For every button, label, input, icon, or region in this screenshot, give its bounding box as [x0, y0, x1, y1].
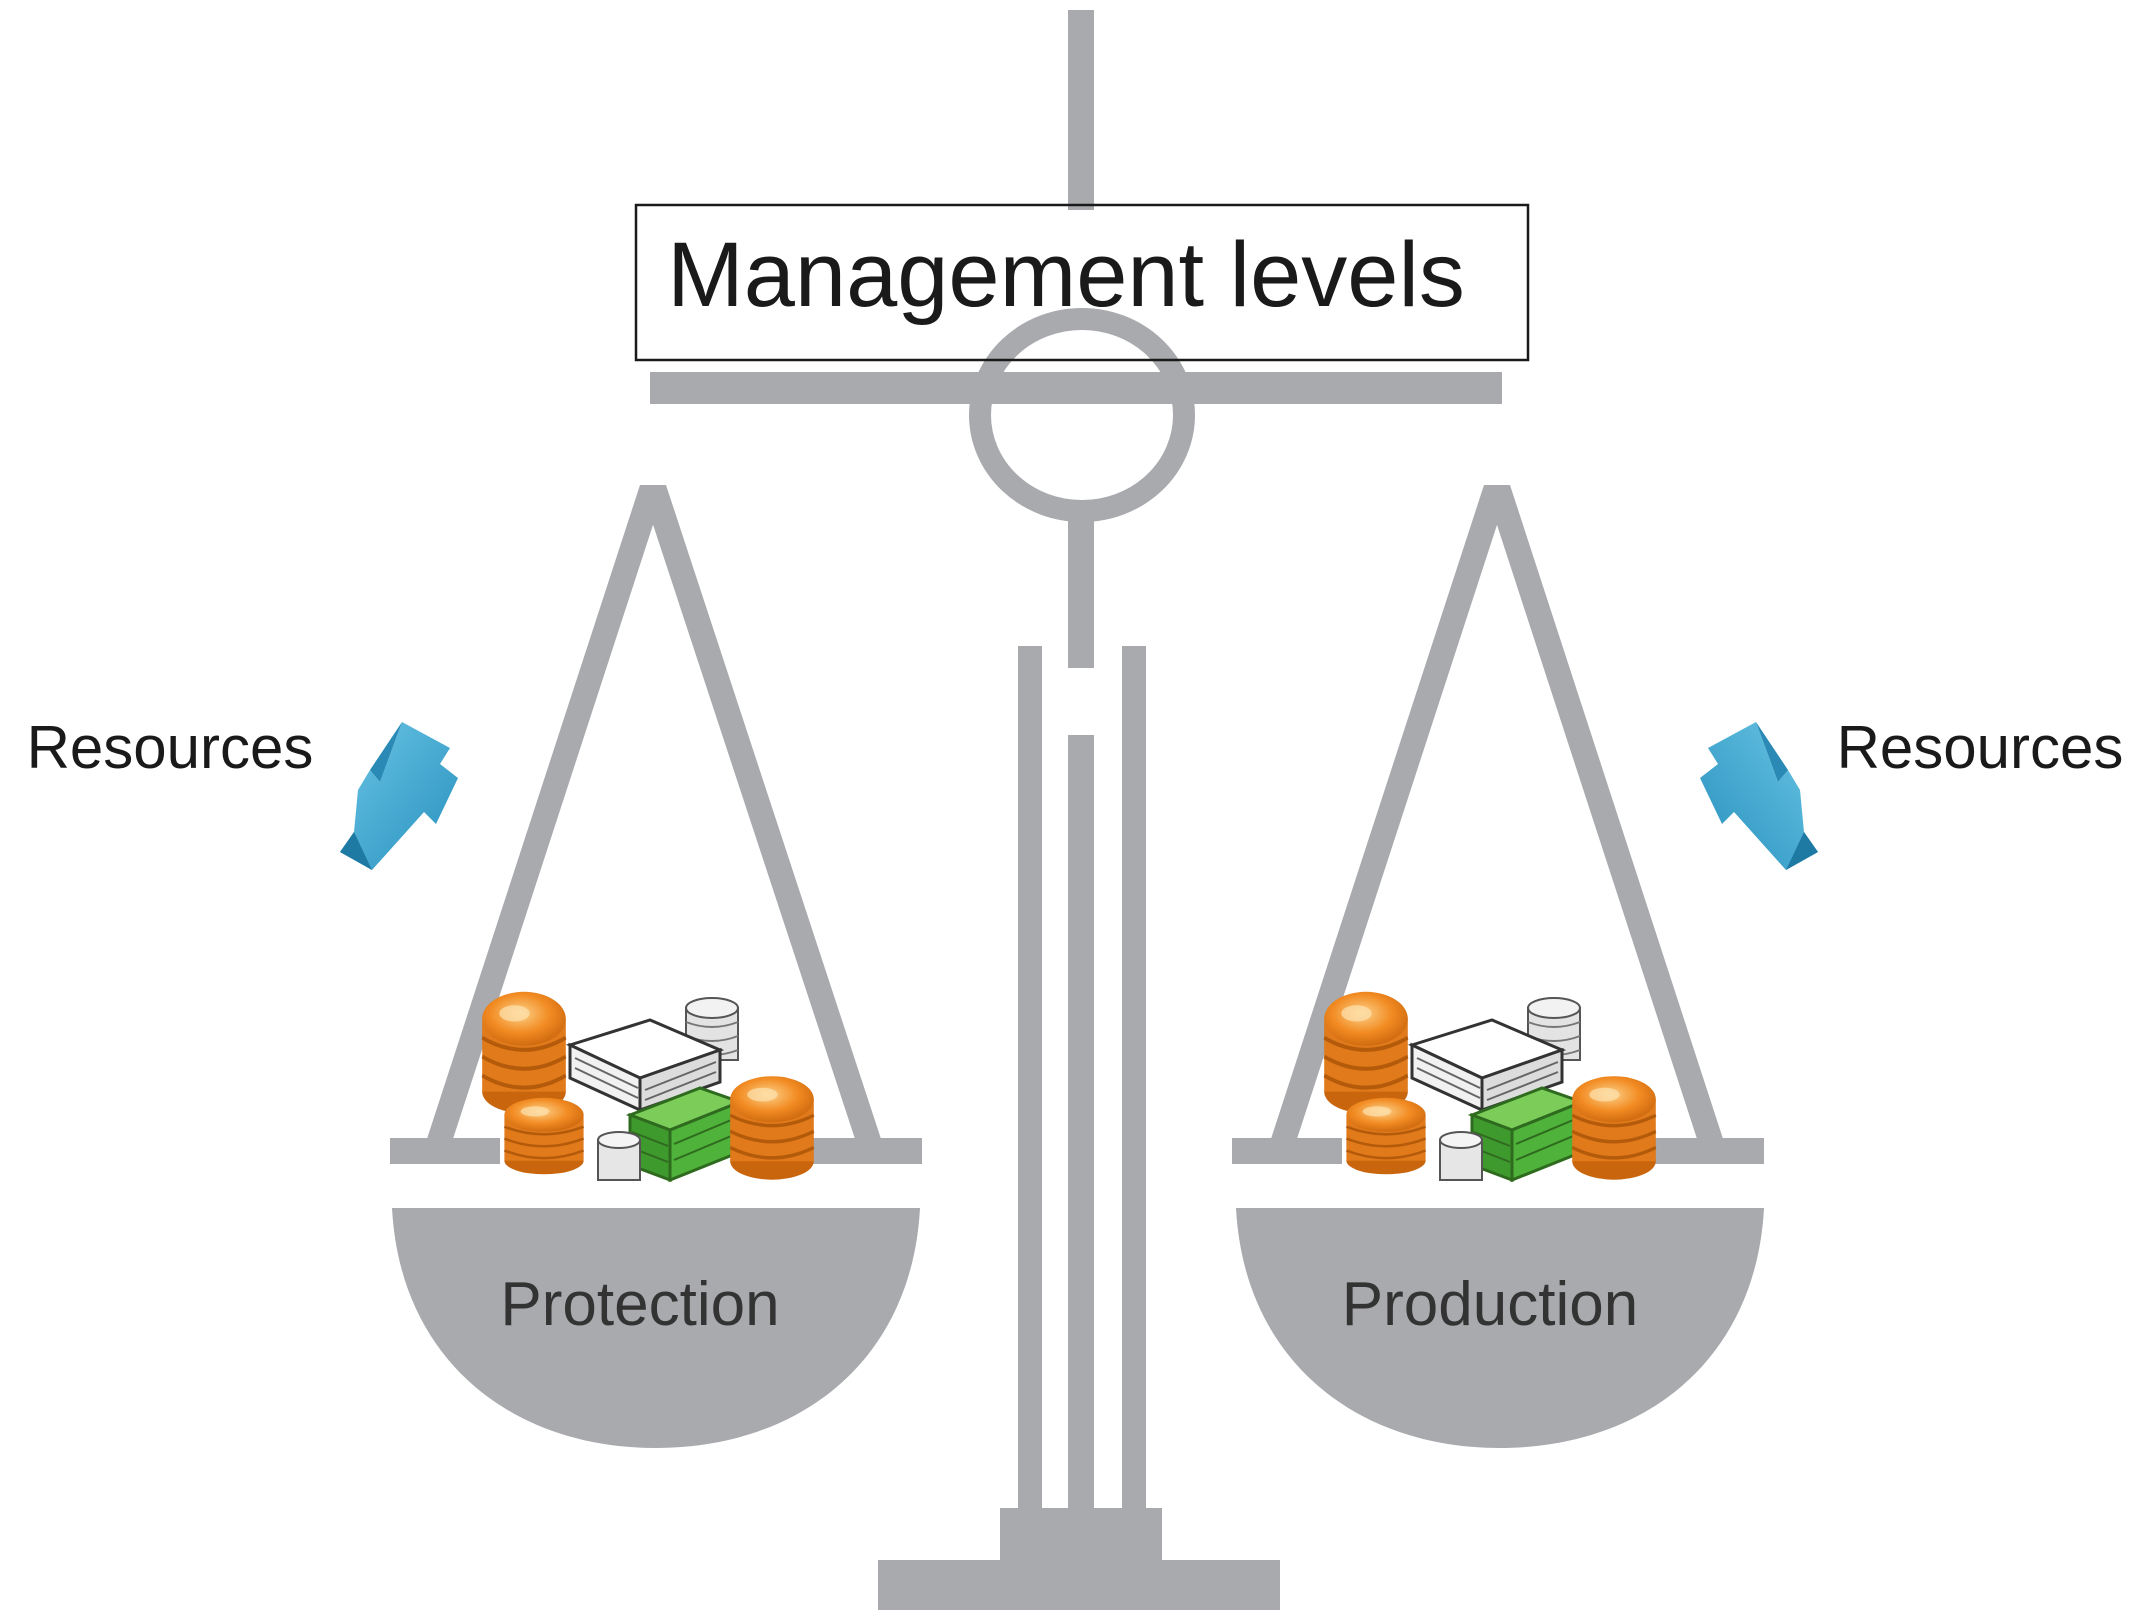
left-pan: [392, 1208, 920, 1448]
right-down-arrow-icon: [1700, 722, 1818, 870]
right-pan-label: Production: [1342, 1270, 1638, 1339]
right-resources-label: Resources: [1837, 714, 2124, 781]
scale-frame: [390, 10, 1764, 1610]
right-resources-pile-icon: [1324, 992, 1656, 1180]
page-title: Management levels: [667, 224, 1465, 326]
title-box: [634, 203, 1530, 362]
left-resources-label: Resources: [27, 714, 314, 781]
right-pan: [1236, 1208, 1764, 1448]
left-pan-label: Protection: [500, 1270, 779, 1339]
left-down-arrow-icon: [340, 722, 458, 870]
left-resources-pile-icon: [482, 992, 814, 1180]
